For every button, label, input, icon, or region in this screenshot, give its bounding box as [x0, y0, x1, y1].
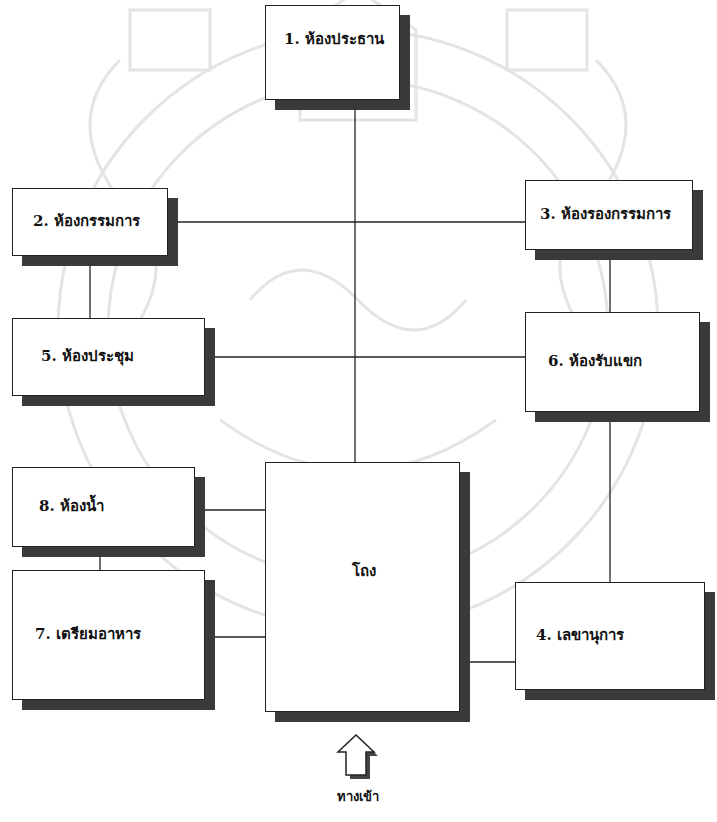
- restroom: 8. ห้องน้ำ: [12, 467, 195, 547]
- connector-line: [89, 256, 90, 318]
- room-label: 2. ห้องกรรมการ: [33, 212, 140, 232]
- room-label: 4. เลขานุการ: [536, 626, 624, 646]
- room-label: 3. ห้องรองกรรมการ: [540, 205, 671, 225]
- chair-room: 1. ห้องประธาน: [265, 5, 400, 100]
- connector-line: [609, 412, 610, 582]
- connector-line: [168, 221, 525, 222]
- connector-line: [460, 661, 515, 662]
- deputy-room: 3. ห้องรองกรรมการ: [525, 180, 693, 250]
- room-label: 7. เตรียมอาหาร: [35, 625, 141, 645]
- hall: โถง: [265, 462, 460, 712]
- room-label: 6. ห้องรับแขก: [548, 352, 642, 372]
- room-label: 1. ห้องประธาน: [284, 30, 384, 50]
- connector-line: [354, 100, 355, 462]
- connector-line: [609, 250, 610, 312]
- connector-line: [195, 509, 265, 510]
- connector-line: [205, 636, 265, 637]
- meeting-room: 5. ห้องประชุม: [12, 318, 205, 396]
- reception-room: 6. ห้องรับแขก: [525, 312, 700, 412]
- kitchen: 7. เตรียมอาหาร: [12, 570, 205, 700]
- room-label: 5. ห้องประชุม: [41, 347, 134, 367]
- room-label: 8. ห้องน้ำ: [39, 497, 104, 517]
- room-label: โถง: [352, 562, 376, 582]
- connector-line: [205, 356, 525, 357]
- director-room: 2. ห้องกรรมการ: [12, 188, 168, 256]
- entrance-label: ทางเข้า: [337, 786, 379, 807]
- connector-line: [99, 547, 100, 570]
- secretary-room: 4. เลขานุการ: [515, 582, 705, 690]
